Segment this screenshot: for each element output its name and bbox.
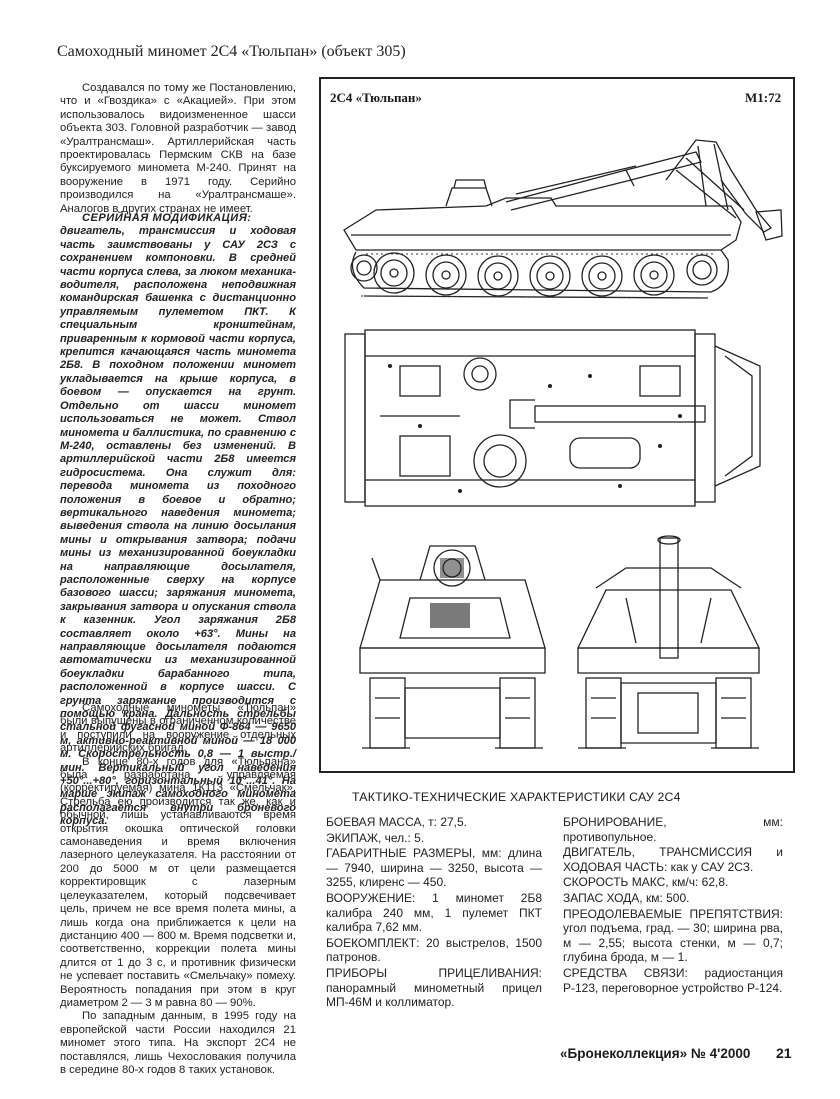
specs-title: ТАКТИКО-ТЕХНИЧЕСКИЕ ХАРАКТЕРИСТИКИ САУ 2… bbox=[352, 790, 681, 804]
spec-obstacles: ПРЕОДОЛЕВАЕМЫЕ ПРЕПЯТСТВИЯ: угол подъема… bbox=[563, 906, 783, 965]
page-number: 21 bbox=[776, 1045, 792, 1061]
history-text: Самоходные минометы «Тюльпан» были выпущ… bbox=[60, 702, 296, 1077]
specs-column-1: БОЕВАЯ МАССА, т: 27,5. ЭКИПАЖ, чел.: 5. … bbox=[326, 815, 542, 1011]
magazine-name: «Бронеколлекция» № 4'2000 bbox=[560, 1046, 751, 1061]
page-title: Самоходный миномет 2С4 «Тюльпан» (объект… bbox=[57, 43, 406, 60]
side-view-drawing bbox=[343, 139, 783, 299]
spec-speed: СКОРОСТЬ МАКС, км/ч: 62,8. bbox=[563, 875, 729, 890]
serial-body: двигатель, трансмиссия и ходовая часть з… bbox=[60, 225, 296, 828]
intro-paragraph: Создавался по тому же Постановлению, что… bbox=[60, 82, 296, 215]
spec-combat-weight: БОЕВАЯ МАССА, т: 27,5. bbox=[326, 815, 468, 829]
front-view-drawing bbox=[359, 545, 546, 749]
spec-armament: ВООРУЖЕНИЕ: 1 миномет 2Б8 калибра 240 мм… bbox=[326, 890, 542, 935]
spec-sights: ПРИБОРЫ ПРИЦЕЛИВАНИЯ: панорамный миномет… bbox=[326, 965, 542, 1010]
history-paragraph-2: В конце 80-х годов для «Тюльпана» была р… bbox=[60, 755, 296, 1009]
top-view-drawing bbox=[344, 329, 761, 507]
spec-engine: ДВИГАТЕЛЬ, ТРАНСМИССИЯ и ХОДОВАЯ ЧАСТЬ: … bbox=[563, 845, 783, 874]
spec-armor: БРОНИРОВАНИЕ, мм: противопульное. bbox=[563, 815, 783, 844]
road-wheels bbox=[350, 252, 718, 297]
spec-range: ЗАПАС ХОДА, км: 500. bbox=[563, 890, 690, 905]
serial-paragraph: СЕРИЙНАЯ МОДИФИКАЦИЯ:двигатель, трансмис… bbox=[60, 212, 296, 829]
specs-column-2: БРОНИРОВАНИЕ, мм: противопульное. ДВИГАТ… bbox=[563, 815, 783, 996]
spec-crew: ЭКИПАЖ, чел.: 5. bbox=[326, 830, 425, 845]
front-shading bbox=[430, 558, 470, 628]
spec-dimensions: ГАБАРИТНЫЕ РАЗМЕРЫ, мм: длина — 7940, ши… bbox=[326, 846, 542, 890]
spec-ammo: БОЕКОМПЛЕКТ: 20 выстрелов, 1500 патронов… bbox=[326, 935, 542, 965]
drawing-frame bbox=[319, 77, 795, 773]
spec-comms: СРЕДСТВА СВЯЗИ: радиостанция Р-123, пере… bbox=[563, 965, 783, 995]
history-paragraph-3: По западным данным, в 1995 году на европ… bbox=[60, 1010, 296, 1076]
intro-text: Создавался по тому же Постановлению, что… bbox=[60, 82, 296, 216]
serial-modification-text: СЕРИЙНАЯ МОДИФИКАЦИЯ:двигатель, трансмис… bbox=[60, 212, 296, 829]
rear-view-drawing bbox=[576, 535, 761, 749]
drawing-title: 2С4 «Тюльпан» bbox=[330, 90, 422, 105]
serial-heading: СЕРИЙНАЯ МОДИФИКАЦИЯ: bbox=[82, 212, 252, 224]
drawing-scale: М1:72 bbox=[745, 90, 782, 105]
history-paragraph-1: Самоходные минометы «Тюльпан» были выпущ… bbox=[60, 702, 296, 755]
